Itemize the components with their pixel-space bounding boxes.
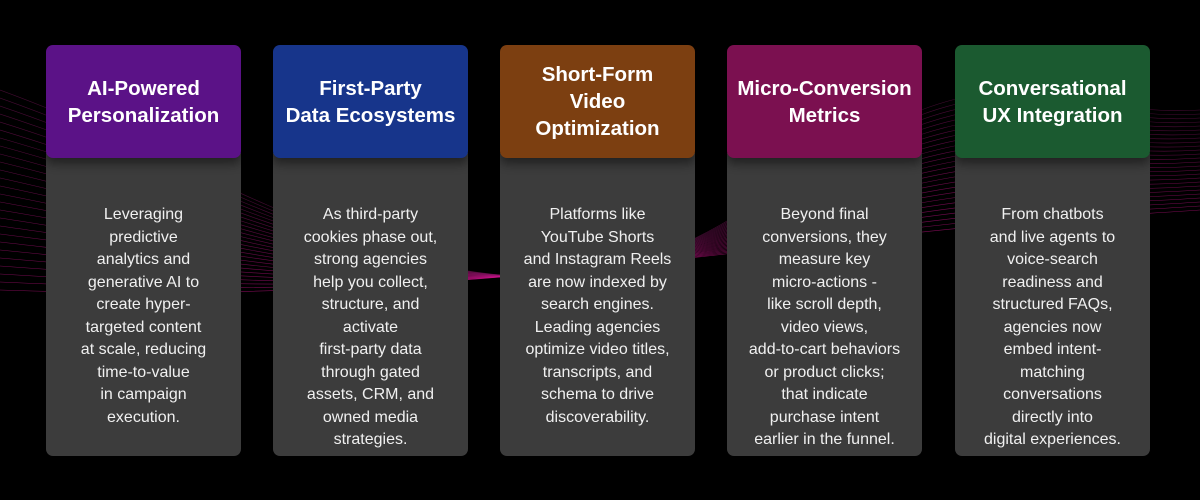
card-first-party-data: First-Party Data Ecosystems As third-par… [273, 45, 468, 456]
card-title: Conversational UX Integration [955, 45, 1150, 158]
card-description: Platforms like YouTube Shorts and Instag… [500, 153, 695, 456]
card-title: AI-Powered Personalization [46, 45, 241, 158]
card-description: As third-party cookies phase out, strong… [273, 153, 468, 456]
card-short-form-video: Short-Form Video Optimization Platforms … [500, 45, 695, 456]
card-description: From chatbots and live agents to voice-s… [955, 153, 1150, 456]
card-title: Short-Form Video Optimization [500, 45, 695, 158]
card-description: Leveraging predictive analytics and gene… [46, 153, 241, 456]
card-ai-personalization: AI-Powered Personalization Leveraging pr… [46, 45, 241, 456]
card-micro-conversion: Micro-Conversion Metrics Beyond final co… [727, 45, 922, 456]
card-title: Micro-Conversion Metrics [727, 45, 922, 158]
card-conversational-ux: Conversational UX Integration From chatb… [955, 45, 1150, 456]
card-title: First-Party Data Ecosystems [273, 45, 468, 158]
card-description: Beyond final conversions, they measure k… [727, 153, 922, 456]
